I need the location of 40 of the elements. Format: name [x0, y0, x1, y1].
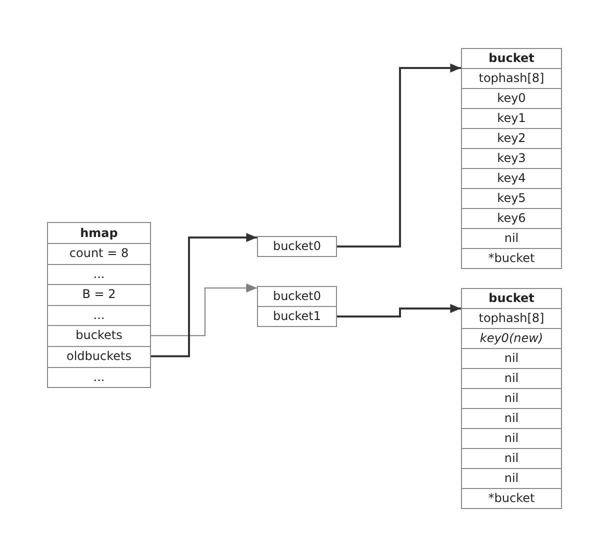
field-row: B = 2 — [48, 284, 150, 305]
struct-table — [461, 288, 562, 509]
field-row: nil — [462, 388, 561, 408]
field-row: ... — [48, 366, 150, 388]
array-slot: bucket0 — [257, 286, 337, 307]
field-row: key6 — [462, 208, 561, 228]
field-row: key1 — [462, 108, 561, 128]
field-row: nil — [462, 468, 561, 488]
arrow-connector — [150, 284, 258, 336]
table-heading: hmap — [79, 225, 119, 242]
field-row: ... — [48, 264, 150, 284]
field-row: count = 8 — [48, 243, 150, 264]
arrow-connector — [150, 233, 257, 358]
field-row: nil — [462, 408, 561, 428]
field-row: oldbuckets — [48, 346, 150, 367]
arrow-connector — [337, 64, 461, 248]
struct-table — [461, 48, 562, 269]
field-row: nil — [462, 348, 561, 368]
field-row: nil — [462, 368, 561, 388]
field-row: ... — [48, 304, 150, 326]
field-row: key5 — [462, 188, 561, 208]
struct-table — [47, 222, 151, 388]
field-row: *bucket — [462, 248, 561, 268]
field-row: nil — [462, 448, 561, 468]
field-row: tophash[8] — [462, 308, 561, 328]
field-row: tophash[8] — [462, 68, 561, 88]
field-row: nil — [462, 228, 561, 248]
field-row: buckets — [48, 325, 150, 346]
field-row: key0(new) — [462, 328, 561, 348]
field-row: key2 — [462, 128, 561, 148]
array-slot: bucket1 — [257, 306, 337, 327]
arrow-connector — [337, 304, 461, 318]
field-row: key0 — [462, 88, 561, 108]
table-heading: bucket — [488, 290, 536, 307]
field-row: nil — [462, 428, 561, 448]
table-heading: bucket — [488, 50, 536, 67]
field-row: key3 — [462, 148, 561, 168]
field-row: *bucket — [462, 488, 561, 508]
array-slot: bucket0 — [257, 236, 337, 257]
field-row: key4 — [462, 168, 561, 188]
